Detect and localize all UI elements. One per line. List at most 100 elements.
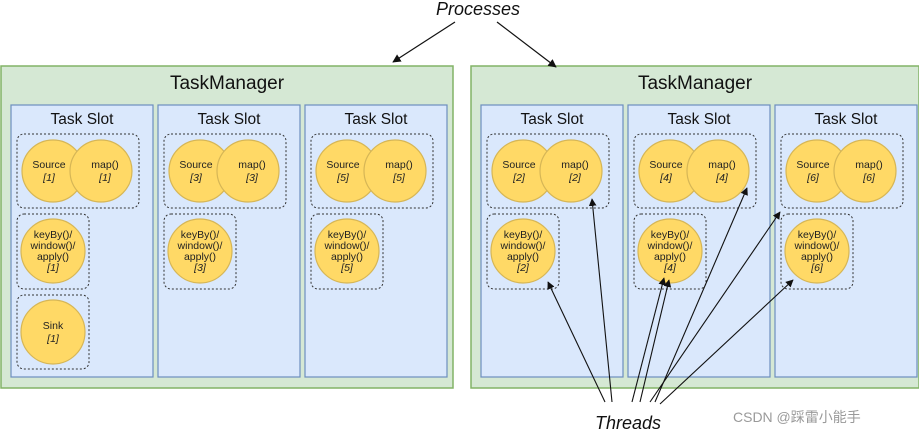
processes-arrow xyxy=(496,21,557,68)
threads-arrow xyxy=(631,277,666,403)
source-label-line-1: [6] xyxy=(806,172,820,184)
window-operator-group xyxy=(16,213,90,290)
source-label-line-1: [2] xyxy=(512,172,526,184)
map-label-line-1: [4] xyxy=(715,172,729,184)
sink-label-line-0: Sink xyxy=(43,320,64,332)
task-slot: Task SlotSource[2]map()[2]keyBy()/window… xyxy=(480,104,624,378)
window-label-line-1: window()/ xyxy=(500,240,546,252)
window-label-line-1: window()/ xyxy=(177,240,223,252)
threads-arrow xyxy=(588,198,613,403)
task-slot-title: Task Slot xyxy=(521,111,585,128)
map-operator xyxy=(686,139,750,203)
window-label-line-1: window()/ xyxy=(647,240,693,252)
source-label-line-0: Source xyxy=(32,159,65,171)
window-label-line-1: window()/ xyxy=(794,240,840,252)
threads-label: Threads xyxy=(595,413,661,433)
sink-label-line-1: [1] xyxy=(46,333,60,345)
window-label-line-2: apply() xyxy=(37,251,69,263)
task-slot: Task SlotSource[3]map()[3]keyBy()/window… xyxy=(157,104,301,378)
map-label-line-1: [3] xyxy=(245,172,259,184)
window-label-line-0: keyBy()/ xyxy=(504,229,543,241)
window-operator xyxy=(490,218,556,284)
map-operator xyxy=(363,139,427,203)
threads-arrow xyxy=(659,279,794,405)
window-label-line-2: apply() xyxy=(507,251,539,263)
operator-chain-group xyxy=(780,133,904,209)
map-operator xyxy=(69,139,133,203)
map-label-line-0: map() xyxy=(855,159,882,171)
window-label-line-3: [1] xyxy=(46,262,60,274)
window-label-line-2: apply() xyxy=(184,251,216,263)
source-label-line-0: Source xyxy=(179,159,212,171)
map-label-line-0: map() xyxy=(708,159,735,171)
map-operator xyxy=(539,139,603,203)
window-label-line-1: window()/ xyxy=(324,240,370,252)
task-slot-title: Task Slot xyxy=(345,111,409,128)
task-slot-title: Task Slot xyxy=(198,111,262,128)
source-label-line-0: Source xyxy=(649,159,682,171)
source-label-line-1: [3] xyxy=(189,172,203,184)
map-label-line-0: map() xyxy=(385,159,412,171)
map-label-line-0: map() xyxy=(561,159,588,171)
window-label-line-3: [2] xyxy=(516,262,530,274)
window-label-line-2: apply() xyxy=(801,251,833,263)
map-operator xyxy=(216,139,280,203)
threads-arrow xyxy=(547,281,606,403)
task-slot-title: Task Slot xyxy=(51,111,115,128)
window-label-line-0: keyBy()/ xyxy=(181,229,220,241)
threads-arrow xyxy=(639,279,672,403)
window-operator-group xyxy=(486,213,560,290)
source-label-line-0: Source xyxy=(502,159,535,171)
window-label-line-0: keyBy()/ xyxy=(34,229,73,241)
window-label-line-2: apply() xyxy=(331,251,363,263)
operator-chain-group xyxy=(310,133,434,209)
map-label-line-1: [6] xyxy=(862,172,876,184)
threads-arrow xyxy=(654,187,748,403)
window-operator-group xyxy=(163,213,237,290)
map-operator xyxy=(833,139,897,203)
source-label-line-0: Source xyxy=(326,159,359,171)
window-operator-group xyxy=(310,213,384,290)
window-operator xyxy=(784,218,850,284)
sink-operator-group xyxy=(16,294,90,370)
map-label-line-1: [2] xyxy=(568,172,582,184)
window-label-line-3: [4] xyxy=(663,262,677,274)
processes-label: Processes xyxy=(436,0,520,19)
window-label-line-3: [5] xyxy=(340,262,354,274)
map-label-line-0: map() xyxy=(91,159,118,171)
window-label-line-0: keyBy()/ xyxy=(328,229,367,241)
map-label-line-0: map() xyxy=(238,159,265,171)
task-slot: Task SlotSource[4]map()[4]keyBy()/window… xyxy=(627,104,771,378)
watermark-text: CSDN @踩雷小能手 xyxy=(733,409,861,425)
taskmanager-title: TaskManager xyxy=(170,73,285,94)
task-slot-title: Task Slot xyxy=(815,111,879,128)
window-label-line-2: apply() xyxy=(654,251,686,263)
task-slot: Task SlotSource[6]map()[6]keyBy()/window… xyxy=(774,104,918,378)
sink-operator xyxy=(20,299,86,365)
map-label-line-1: [5] xyxy=(392,172,406,184)
operator-chain-group xyxy=(486,133,610,209)
window-operator xyxy=(167,218,233,284)
operator-chain-group xyxy=(163,133,287,209)
source-label-line-1: [1] xyxy=(42,172,56,184)
window-operator xyxy=(314,218,380,284)
taskmanager-title: TaskManager xyxy=(638,73,753,94)
window-label-line-1: window()/ xyxy=(30,240,76,252)
threads-arrow xyxy=(649,211,781,403)
task-slot-title: Task Slot xyxy=(668,111,732,128)
processes-arrow xyxy=(392,21,456,63)
window-operator-group xyxy=(780,213,854,290)
map-label-line-1: [1] xyxy=(98,172,112,184)
source-label-line-1: [4] xyxy=(659,172,673,184)
task-slot: Task SlotSource[1]map()[1]keyBy()/window… xyxy=(10,104,154,378)
task-slot: Task SlotSource[5]map()[5]keyBy()/window… xyxy=(304,104,448,378)
source-label-line-1: [5] xyxy=(336,172,350,184)
source-label-line-0: Source xyxy=(796,159,829,171)
window-operator-group xyxy=(633,213,707,290)
operator-chain-group xyxy=(633,133,757,209)
window-label-line-3: [3] xyxy=(193,262,207,274)
window-label-line-3: [6] xyxy=(810,262,824,274)
